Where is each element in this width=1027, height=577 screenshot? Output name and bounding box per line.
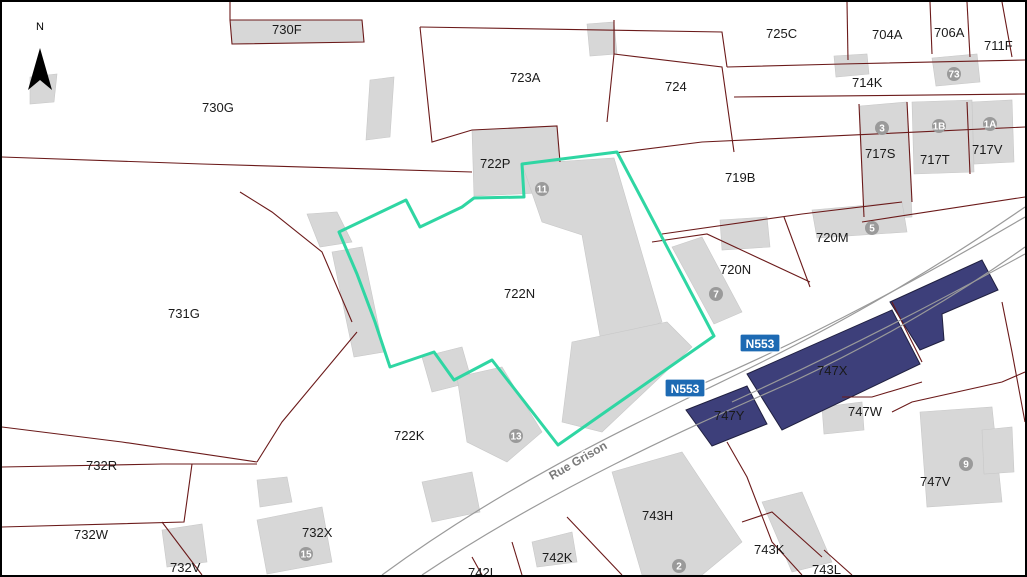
building (161, 523, 208, 568)
parcel-label[interactable]: 722P (480, 156, 510, 171)
building (331, 246, 385, 358)
parcel-label-selected[interactable]: 722N (504, 286, 535, 301)
parcel-label[interactable]: 717S (865, 146, 896, 161)
building (719, 216, 771, 251)
parcel-label[interactable]: 730G (202, 100, 234, 115)
house-numbers-layer: 73 3 1B 1A 11 5 7 13 9 15 2 (299, 67, 997, 573)
building (561, 321, 693, 433)
north-label: N (36, 21, 44, 33)
building (811, 201, 908, 239)
route-shield-label: N553 (746, 337, 775, 351)
house-number: 15 (299, 547, 313, 561)
svg-text:3: 3 (879, 124, 885, 135)
parcel-label[interactable]: 732W (74, 527, 109, 542)
house-number: 7 (709, 287, 723, 301)
building-747x-east[interactable] (889, 259, 999, 351)
road-name-text: Rue Grison (546, 438, 609, 482)
road-name-label: Rue Grison (545, 437, 611, 484)
building (919, 406, 1003, 508)
parcel-labels-layer: 730F 725C 704A 706A 711F 723A 724 714K 7… (74, 22, 1013, 575)
house-number: 13 (509, 429, 523, 443)
parcel-label[interactable]: 717T (920, 152, 950, 167)
svg-text:73: 73 (948, 70, 960, 81)
parcel-label[interactable]: 743K (754, 542, 785, 557)
building (365, 76, 395, 141)
parcel-label[interactable]: 714K (852, 75, 883, 90)
parcel-label[interactable]: 717V (972, 142, 1003, 157)
parcel-label[interactable]: 743H (642, 508, 673, 523)
parcel-label[interactable]: 742K (542, 550, 573, 565)
parcel-label[interactable]: 747X (817, 363, 848, 378)
house-number: 5 (865, 221, 879, 235)
parcel-label[interactable]: 732R (86, 458, 117, 473)
parcel-label[interactable]: 747V (920, 474, 951, 489)
svg-text:9: 9 (963, 460, 969, 471)
parcel-label[interactable]: 732X (302, 525, 333, 540)
route-shield[interactable]: N553 (739, 333, 781, 353)
svg-text:2: 2 (676, 562, 682, 573)
house-number: 9 (959, 457, 973, 471)
route-shield-label: N553 (671, 382, 700, 396)
building (833, 53, 870, 78)
parcel-label[interactable]: 723A (510, 70, 541, 85)
building (421, 471, 481, 523)
parcel-label[interactable]: 711F (984, 38, 1013, 53)
parcel-label[interactable]: 720N (720, 262, 751, 277)
parcel-label[interactable]: 704A (872, 27, 903, 42)
building (859, 101, 913, 221)
house-number: 1B (932, 119, 946, 133)
svg-text:11: 11 (537, 185, 548, 196)
road-layer (381, 206, 1025, 575)
building (821, 401, 865, 435)
parcel-label[interactable]: 732V (170, 560, 201, 575)
svg-text:1A: 1A (984, 120, 997, 131)
parcel-label[interactable]: 747Y (714, 408, 745, 423)
parcel-label[interactable]: 724 (665, 79, 687, 94)
house-number: 11 (535, 182, 549, 196)
parcel-label[interactable]: 730F (272, 22, 302, 37)
parcel-label[interactable]: 722K (394, 428, 425, 443)
parcel-label[interactable]: 731G (168, 306, 200, 321)
svg-text:15: 15 (300, 550, 312, 561)
parcel-label[interactable]: 742L (468, 565, 497, 575)
parcel-label[interactable]: 720M (816, 230, 849, 245)
parcel-label[interactable]: 743L (812, 562, 841, 575)
parcel-label[interactable]: 706A (934, 25, 965, 40)
building (671, 236, 743, 325)
svg-text:1B: 1B (933, 122, 946, 133)
selected-parcel-outline[interactable] (337, 150, 716, 447)
svg-text:13: 13 (510, 432, 522, 443)
north-arrow-icon: N (28, 21, 52, 90)
building (456, 366, 543, 463)
building (256, 476, 293, 508)
svg-text:5: 5 (869, 224, 875, 235)
building (611, 451, 743, 575)
building (761, 491, 833, 573)
building (256, 506, 333, 575)
building (586, 21, 618, 57)
house-number: 73 (947, 67, 961, 81)
parcel-label[interactable]: 747W (848, 404, 883, 419)
parcel-label[interactable]: 719B (725, 170, 755, 185)
house-number: 1A (983, 117, 997, 131)
building (911, 99, 975, 175)
house-number: 2 (672, 559, 686, 573)
house-number: 3 (875, 121, 889, 135)
parcel-label[interactable]: 725C (766, 26, 797, 41)
building-747y[interactable] (685, 385, 768, 447)
svg-text:7: 7 (713, 290, 719, 301)
building (971, 99, 1015, 165)
building (531, 531, 578, 568)
building (981, 426, 1015, 475)
route-shield[interactable]: N553 (664, 378, 706, 398)
